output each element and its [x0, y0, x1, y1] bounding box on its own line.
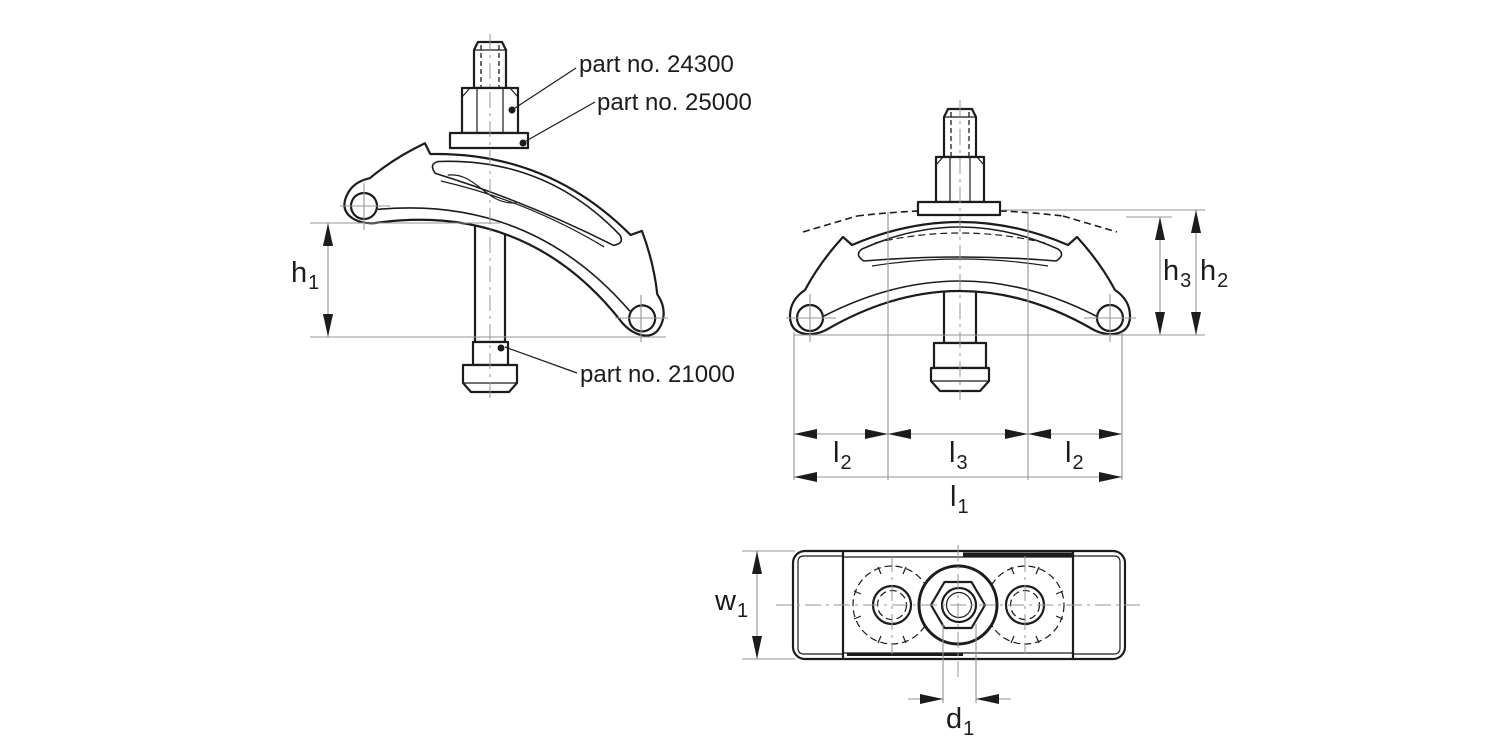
part-label-21000: part no. 21000 — [580, 361, 735, 388]
leader-25000 — [519, 101, 596, 147]
part-label-24300: part no. 24300 — [579, 51, 734, 78]
dimension-d1 — [908, 624, 1011, 704]
clamp-slot-front — [857, 226, 1063, 262]
dim-label-l1: l1 — [950, 481, 969, 518]
clamp-slot — [431, 160, 623, 247]
leader-21000 — [497, 344, 578, 374]
dim-label-h1: h1 — [291, 257, 320, 294]
dim-label-w1: w1 — [715, 585, 749, 622]
dimension-l2-l3-row — [794, 429, 1122, 439]
leader-24300 — [508, 67, 577, 114]
side-view — [310, 34, 668, 400]
top-view — [742, 545, 1142, 704]
front-view — [786, 100, 1205, 482]
dimension-w1 — [742, 550, 795, 660]
dim-label-h2: h2 — [1200, 255, 1229, 292]
dimension-h1 — [310, 222, 666, 338]
washer — [448, 131, 530, 150]
dim-label-l3: l3 — [949, 437, 968, 474]
dimension-l1 — [794, 472, 1122, 482]
dim-label-h3: h3 — [1163, 255, 1192, 292]
dim-label-l2-left: l2 — [833, 437, 852, 474]
dimension-h2 — [1191, 210, 1201, 335]
part-label-25000: part no. 25000 — [597, 89, 752, 116]
dim-label-l2-right: l2 — [1065, 437, 1084, 474]
washer-front — [916, 200, 1002, 217]
dim-label-d1: d1 — [946, 703, 975, 740]
dimension-h3 — [1155, 217, 1165, 335]
